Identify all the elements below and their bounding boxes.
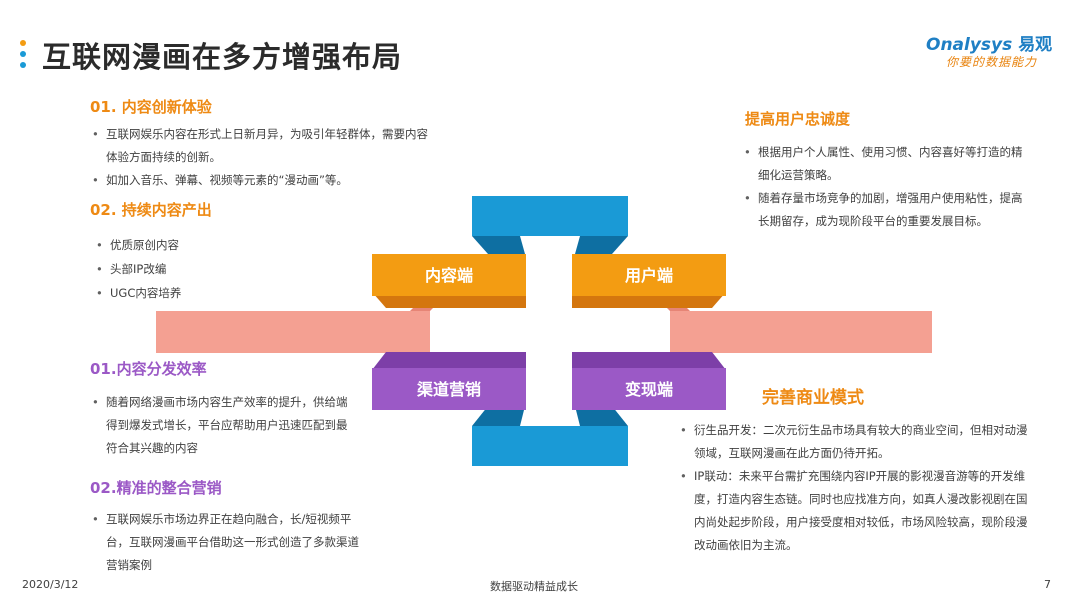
footer-slogan: 数据驱动精益成长 — [490, 580, 578, 593]
blue-bottom-left-bevel — [472, 406, 525, 426]
list-continuous-output: 优质原创内容 头部IP改编 UGC内容培养 — [94, 233, 294, 305]
page-title: 互联网漫画在多方增强布局 — [42, 40, 403, 74]
list-item: 互联网娱乐市场边界正在趋向融合，长/短视频平台，互联网漫画平台借助这一形式创造了… — [90, 508, 370, 577]
logo-cn: 易观 — [1018, 35, 1053, 55]
list-integrated-marketing: 互联网娱乐市场边界正在趋向融合，长/短视频平台，互联网漫画平台借助这一形式创造了… — [90, 508, 370, 577]
horizontal-band-right — [670, 311, 932, 353]
heading-business-model: 完善商业模式 — [762, 388, 864, 408]
content-box-label: 内容端 — [425, 266, 473, 285]
list-content-innovation: 互联网娱乐内容在形式上日新月异，为吸引年轻群体，需要内容体验方面持续的创新。 如… — [90, 123, 435, 192]
title-dot-blue-2 — [20, 62, 26, 68]
heading-integrated-marketing: 02.精准的整合营销 — [90, 479, 222, 497]
list-item: 互联网娱乐内容在形式上日新月异，为吸引年轻群体，需要内容体验方面持续的创新。 — [90, 123, 435, 169]
footer-date: 2020/3/12 — [22, 578, 79, 591]
list-item: 随着网络漫画市场内容生产效率的提升，供给端得到爆发式增长，平台应帮助用户迅速匹配… — [90, 391, 352, 460]
blue-top-left-bevel — [472, 236, 525, 254]
platform-diagram: 内容端 用户端 渠道营销 变现端 — [156, 196, 932, 466]
list-item: 优质原创内容 — [94, 233, 294, 257]
list-item: IP联动：未来平台需扩充围绕内容IP开展的影视漫音游等的开发维度，打造内容生态链… — [678, 465, 1030, 557]
monetize-box — [572, 368, 726, 410]
monetize-box-shadow — [572, 352, 726, 370]
title-dot-orange — [20, 40, 26, 46]
channel-box-label: 渠道营销 — [417, 380, 481, 399]
monetize-box-label: 变现端 — [625, 380, 673, 399]
list-item: 根据用户个人属性、使用习惯、内容喜好等打造的精细化运营策略。 — [742, 141, 1027, 187]
logo-text: nalysys — [940, 35, 1013, 55]
heading-user-loyalty: 提高用户忠诚度 — [745, 110, 851, 128]
blue-top-right-bevel — [575, 236, 628, 254]
list-item: 如加入音乐、弹幕、视频等元素的“漫动画”等。 — [90, 169, 435, 192]
list-item: 头部IP改编 — [94, 257, 294, 281]
content-box — [372, 254, 526, 296]
list-item: 衍生品开发：二次元衍生品市场具有较大的商业空间，但相对动漫领域，互联网漫画在此方… — [678, 419, 1030, 465]
list-item: 随着存量市场竞争的加剧，增强用户使用粘性，提高长期留存，成为现阶段平台的重要发展… — [742, 187, 1027, 233]
list-business-model: 衍生品开发：二次元衍生品市场具有较大的商业空间，但相对动漫领域，互联网漫画在此方… — [678, 419, 1030, 557]
page-number: 7 — [1044, 578, 1051, 591]
blue-bottom-right-bevel — [575, 406, 628, 426]
user-box — [572, 254, 726, 296]
horizontal-band-left — [156, 311, 430, 353]
heading-continuous-output: 02. 持续内容产出 — [90, 201, 212, 219]
title-dot-blue — [20, 51, 26, 57]
channel-box-shadow — [372, 352, 526, 370]
brand-logo: Onalysys 易观 — [926, 30, 1052, 55]
heading-content-innovation: 01. 内容创新体验 — [90, 98, 212, 116]
blue-top-bar — [472, 196, 628, 236]
list-distribution-efficiency: 随着网络漫画市场内容生产效率的提升，供给端得到爆发式增长，平台应帮助用户迅速匹配… — [90, 391, 352, 460]
logo-tagline: 你要的数据能力 — [946, 55, 1038, 69]
list-user-loyalty: 根据用户个人属性、使用习惯、内容喜好等打造的精细化运营策略。 随着存量市场竞争的… — [742, 141, 1027, 233]
heading-distribution-efficiency: 01.内容分发效率 — [90, 360, 207, 378]
blue-bottom-bar — [472, 426, 628, 466]
user-box-label: 用户端 — [625, 266, 673, 285]
logo-a-glyph: O — [926, 35, 941, 55]
channel-box — [372, 368, 526, 410]
list-item: UGC内容培养 — [94, 281, 294, 305]
